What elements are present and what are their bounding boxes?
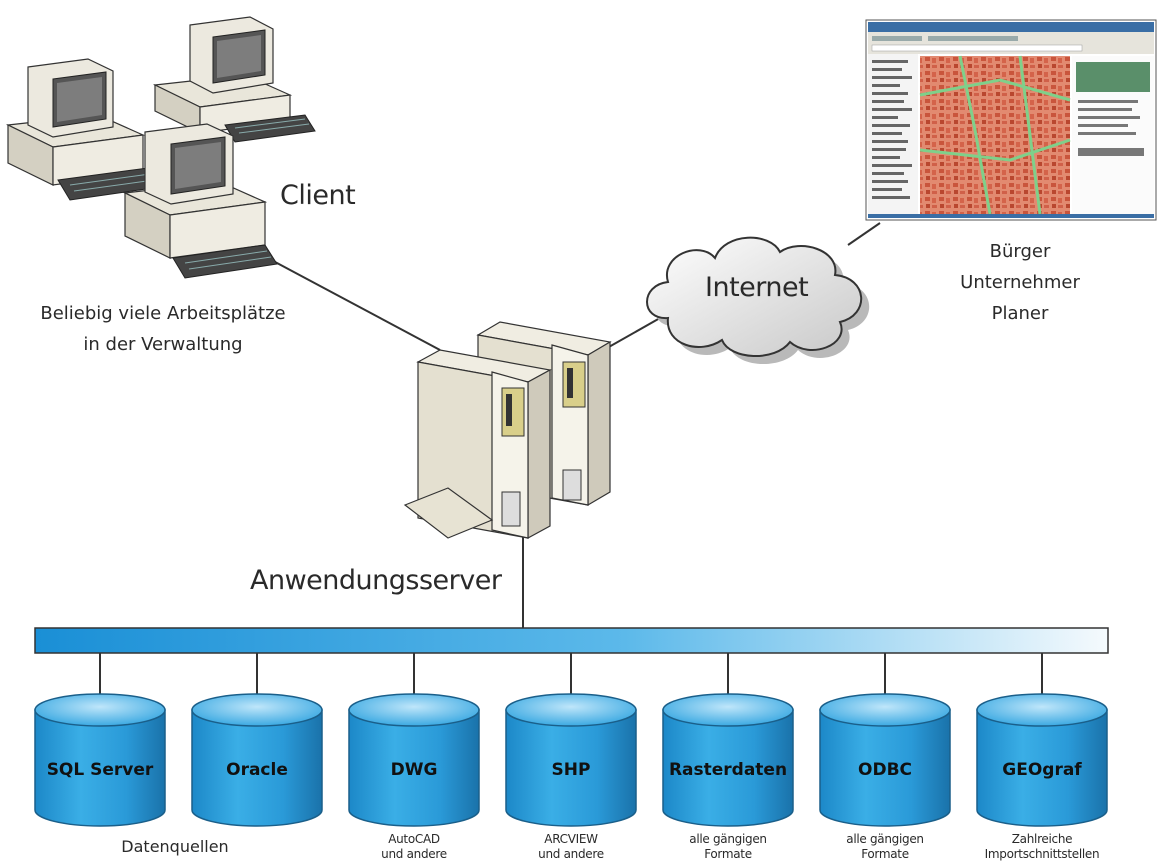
database-icon [976,653,1108,827]
internet-label: Internet [705,272,809,303]
database-icon [191,653,323,827]
users-line1: Bürger [989,241,1051,262]
database-description-line: und andere [381,847,447,861]
database-layer [34,653,1108,827]
browser-screenshot [865,19,1157,221]
database-description-line: alle gängigen [689,832,767,846]
database-name: Rasterdaten [668,760,788,780]
server-icon [403,321,612,540]
client-desc-line1: Beliebig viele Arbeitsplätze [40,303,286,324]
database-icon [819,653,951,827]
users-line2: Unternehmer [960,272,1080,293]
database-name: SQL Server [46,760,154,780]
database-icon [662,653,794,827]
client-description: Beliebig viele Arbeitsplätze in der Verw… [28,298,298,360]
users-line3: Planer [991,303,1049,324]
database-description-line: Formate [704,847,752,861]
server-label: Anwendungsserver [250,565,502,596]
cloud-icon [646,236,870,365]
database-description-line: Formate [861,847,909,861]
database-description-line: AutoCAD [388,832,440,846]
database-name: ODBC [858,760,912,780]
database-description-line: alle gängigen [846,832,924,846]
database-description-line: und andere [538,847,604,861]
database-description-line: Importschnittstellen [984,847,1100,861]
database-name: Oracle [226,760,288,780]
client-label: Client [280,180,356,211]
database-name: DWG [390,760,438,780]
client-desc-line2: in der Verwaltung [83,334,243,355]
database-description-line: Zahlreiche [1011,832,1073,846]
database-name: SHP [551,760,591,780]
network-bus [34,627,1109,654]
datasources-label: Datenquellen [121,837,229,856]
database-icon [505,653,637,827]
workstation-icon [5,16,316,279]
database-icon [34,653,166,827]
database-description-line: ARCVIEW [544,832,598,846]
database-name: GEOgraf [1002,760,1082,780]
users-description: Bürger Unternehmer Planer [930,236,1110,329]
database-icon [348,653,480,827]
